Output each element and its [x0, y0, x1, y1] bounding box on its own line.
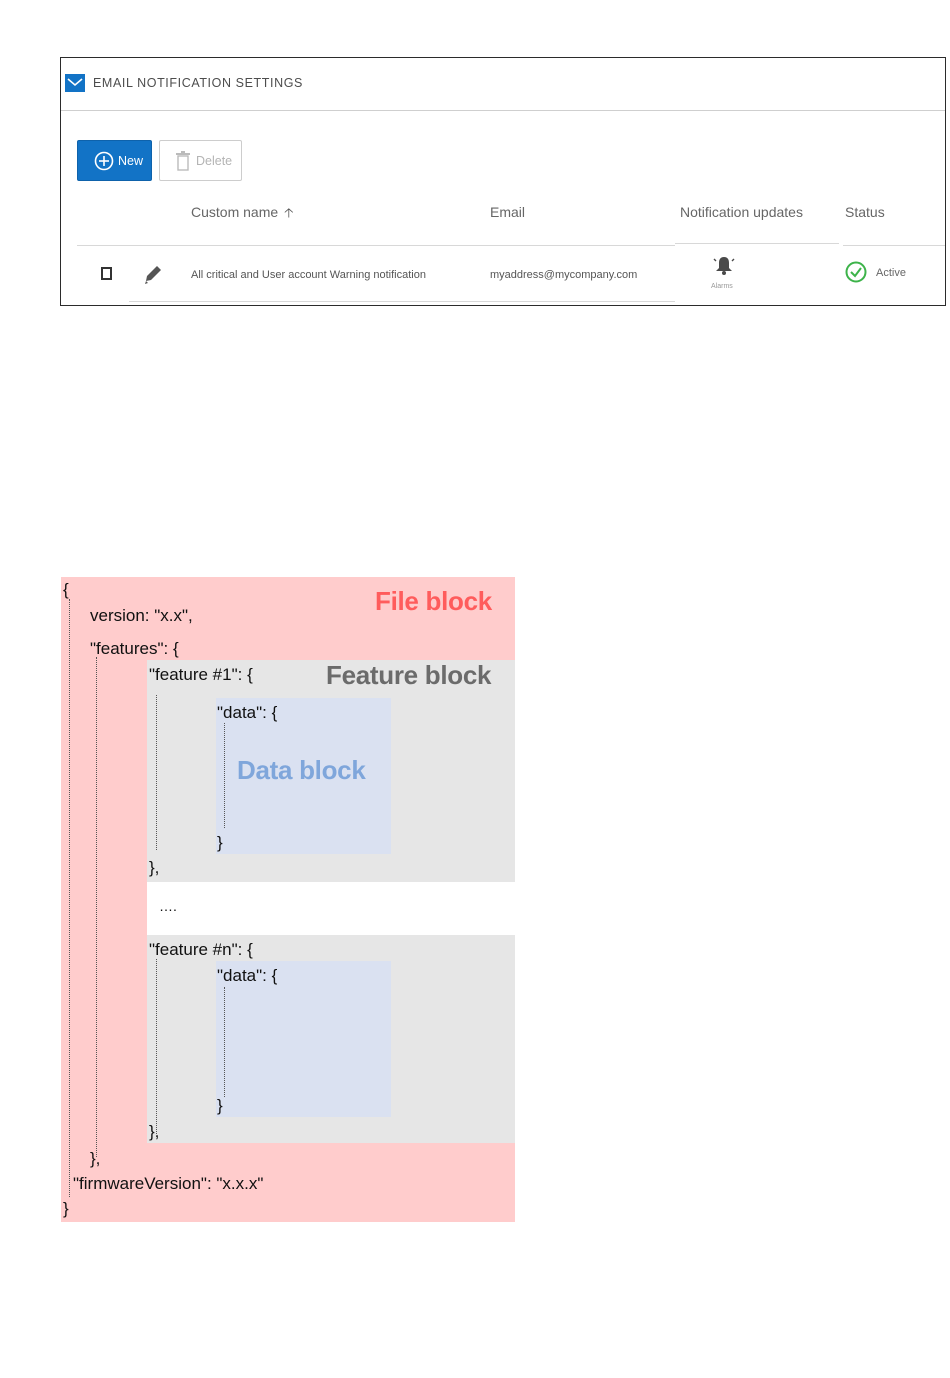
code-ellipsis: …. [159, 898, 177, 914]
edit-pencil-icon[interactable] [143, 263, 163, 285]
data-block-label: Data block [237, 755, 366, 785]
delete-button[interactable]: Delete [159, 140, 242, 181]
row-custom-name: All critical and User account Warning no… [191, 269, 426, 281]
bell-alarm-icon [713, 257, 735, 275]
code-feature-n-close: }, [149, 1122, 160, 1141]
code-feature-n: "feature #n": { [149, 940, 253, 959]
status-badge: Active [876, 267, 906, 279]
code-feature-1: "feature #1": { [149, 665, 253, 684]
data-block-region [216, 961, 391, 1117]
code-data-1: "data": { [217, 703, 278, 722]
indent-guide [96, 657, 97, 1157]
new-button[interactable]: New [77, 140, 152, 181]
column-header-label: Custom name [191, 204, 279, 220]
indent-guide [69, 599, 70, 1197]
mail-icon [65, 74, 85, 92]
delete-button-label: Delete [196, 154, 233, 168]
code-data-n-close: } [217, 1096, 223, 1115]
indent-guide [224, 723, 225, 828]
plus-circle-icon [94, 151, 114, 171]
notification-label: Alarms [711, 283, 733, 290]
panel-header: EMAIL NOTIFICATION SETTINGS [61, 58, 945, 111]
column-header-status[interactable]: Status [845, 204, 885, 220]
column-header-custom-name[interactable]: Custom name 🡡 [191, 204, 294, 226]
code-close-brace: } [63, 1199, 69, 1218]
row-divider [129, 301, 675, 302]
row-email: myaddress@mycompany.com [490, 269, 638, 281]
sort-ascending-icon: 🡡 [284, 205, 294, 220]
header-divider [77, 245, 675, 246]
code-feature-1-close: }, [149, 858, 160, 877]
feature-block-label: Feature block [326, 660, 492, 690]
code-features: "features": { [90, 639, 179, 658]
trash-icon [176, 151, 190, 171]
code-open-brace: { [63, 580, 69, 599]
code-features-close: }, [90, 1149, 101, 1168]
code-data-n: "data": { [217, 966, 278, 985]
check-circle-icon [845, 261, 867, 283]
row-checkbox[interactable] [101, 267, 112, 280]
data-block-region [216, 698, 391, 854]
column-header-notification-updates[interactable]: Notification updates [680, 204, 803, 220]
column-header-email[interactable]: Email [490, 204, 526, 220]
panel-title: EMAIL NOTIFICATION SETTINGS [93, 76, 303, 90]
new-button-label: New [118, 154, 144, 168]
header-divider [675, 243, 839, 244]
file-block-label: File block [375, 586, 492, 616]
code-data-1-close: } [217, 833, 223, 852]
email-notification-settings-panel: EMAIL NOTIFICATION SETTINGS New Delete C… [60, 57, 946, 306]
indent-guide [156, 695, 157, 850]
json-structure-diagram: { version: "x.x", "features": { "feature… [61, 577, 515, 1222]
indent-guide [156, 959, 157, 1134]
header-divider [843, 245, 945, 246]
code-firmware-version: "firmwareVersion": "x.x.x" [73, 1174, 264, 1193]
feature-gap-region [147, 882, 515, 935]
code-version: version: "x.x", [90, 606, 193, 625]
indent-guide [224, 987, 225, 1097]
